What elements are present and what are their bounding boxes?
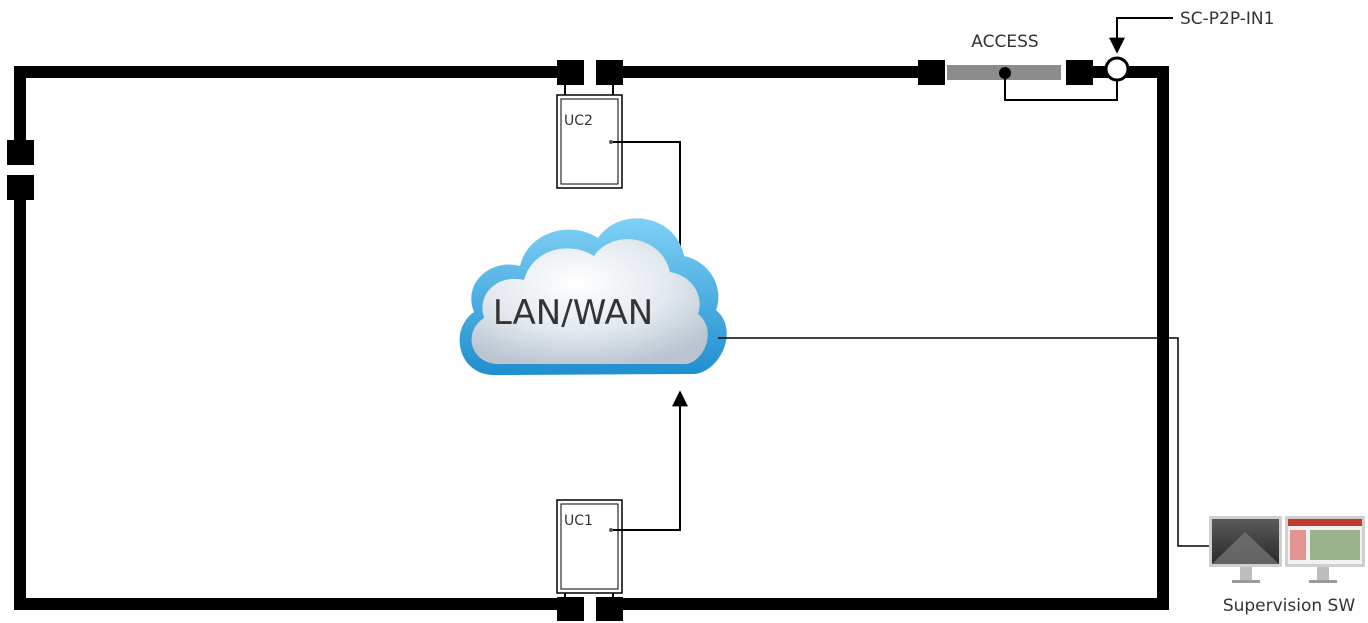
- input-label: SC-P2P-IN1: [1180, 9, 1274, 29]
- connector-block: [7, 140, 34, 165]
- controller-label-uc1: UC1: [564, 513, 593, 529]
- supervision-label: Supervision SW: [1223, 596, 1356, 616]
- perimeter: [14, 66, 1169, 610]
- access-gate: ACCESS: [947, 32, 1130, 101]
- connector-block: [557, 60, 584, 85]
- connector-block: [918, 60, 945, 85]
- connector-block: [1066, 60, 1093, 85]
- input-callout: SC-P2P-IN1: [1109, 9, 1274, 54]
- connector-block: [557, 597, 584, 621]
- access-label: ACCESS: [971, 32, 1038, 52]
- controller-label-uc2: UC2: [564, 113, 593, 129]
- connector-block: [596, 597, 623, 621]
- cloud-label: LAN/WAN: [493, 293, 653, 333]
- supervision-link: [718, 337, 1210, 547]
- controller-uc1: UC1: [556, 390, 688, 600]
- controller-uc2: UC2: [556, 84, 688, 277]
- input-node: [1104, 56, 1130, 82]
- supervision-monitors: Supervision SW: [1209, 516, 1365, 616]
- connector-block: [596, 60, 623, 85]
- connector-block: [7, 175, 34, 200]
- lan-wan-cloud: LAN/WAN: [459, 218, 727, 376]
- perimeter-connectors: [7, 60, 1093, 621]
